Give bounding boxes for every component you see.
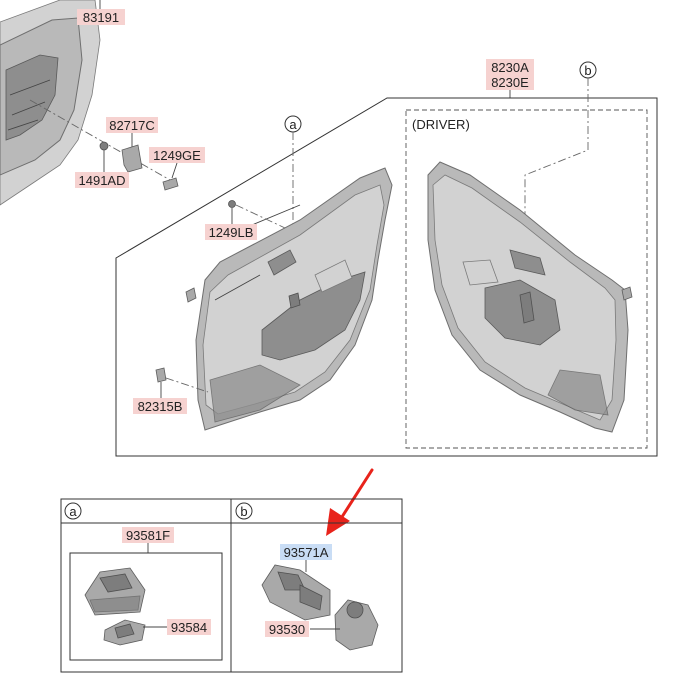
part-label-93571A[interactable]: 93571A: [284, 545, 329, 560]
switch-a-inner-box: [69, 552, 223, 661]
part-label-8230E[interactable]: 8230E: [491, 75, 529, 90]
part-label-1249GE[interactable]: 1249GE: [153, 148, 201, 163]
part-label-83191[interactable]: 83191: [83, 10, 119, 25]
highlight-8230E: [486, 74, 534, 90]
door-trim-assembly-box: [115, 97, 658, 457]
screw-1249GE: [162, 177, 179, 191]
door-frame-illustration: [0, 0, 101, 206]
highlight-93571A: [280, 544, 332, 560]
power-window-main-switch-b: [261, 564, 331, 621]
highlight-1491AD: [75, 172, 129, 188]
part-label-93584[interactable]: 93584: [171, 620, 207, 635]
highlight-82717C: [106, 117, 158, 133]
callout-b-label: b: [584, 63, 591, 78]
highlight-1249GE: [149, 147, 205, 163]
bracket-part: [121, 144, 143, 173]
part-label-93581F[interactable]: 93581F: [126, 528, 170, 543]
highlight-93530: [265, 621, 309, 637]
mirror-switch-93530: [334, 599, 379, 651]
clip-1491AD: [99, 141, 109, 151]
part-label-8230A[interactable]: 8230A: [491, 60, 529, 75]
highlight-93581F: [122, 527, 174, 543]
red-arrow-indicator: [326, 468, 374, 536]
door-trim-panel-passenger: [185, 167, 393, 431]
screw-1249LB: [228, 200, 236, 208]
part-label-1249LB[interactable]: 1249LB: [209, 225, 254, 240]
table-header-a: a: [69, 504, 77, 519]
table-header-b: b: [240, 504, 247, 519]
highlight-83191: [77, 9, 125, 25]
driver-label: (DRIVER): [412, 117, 470, 132]
switch-table: a b: [60, 498, 403, 673]
callout-a-label: a: [289, 117, 297, 132]
door-trim-panel-driver: [427, 161, 633, 433]
highlight-8230A: [486, 59, 534, 75]
part-label-82717C[interactable]: 82717C: [109, 118, 155, 133]
part-label-1491AD[interactable]: 1491AD: [79, 173, 126, 188]
switch-cover-93584: [103, 619, 146, 646]
power-window-switch-a: [84, 567, 146, 616]
highlight-1249LB: [205, 224, 257, 240]
highlight-93584: [167, 619, 211, 635]
part-label-93530[interactable]: 93530: [269, 622, 305, 637]
part-label-82315B[interactable]: 82315B: [138, 399, 183, 414]
highlight-82315B: [133, 398, 187, 414]
clip-82315B: [155, 367, 167, 383]
driver-dashed-box: [405, 109, 648, 449]
